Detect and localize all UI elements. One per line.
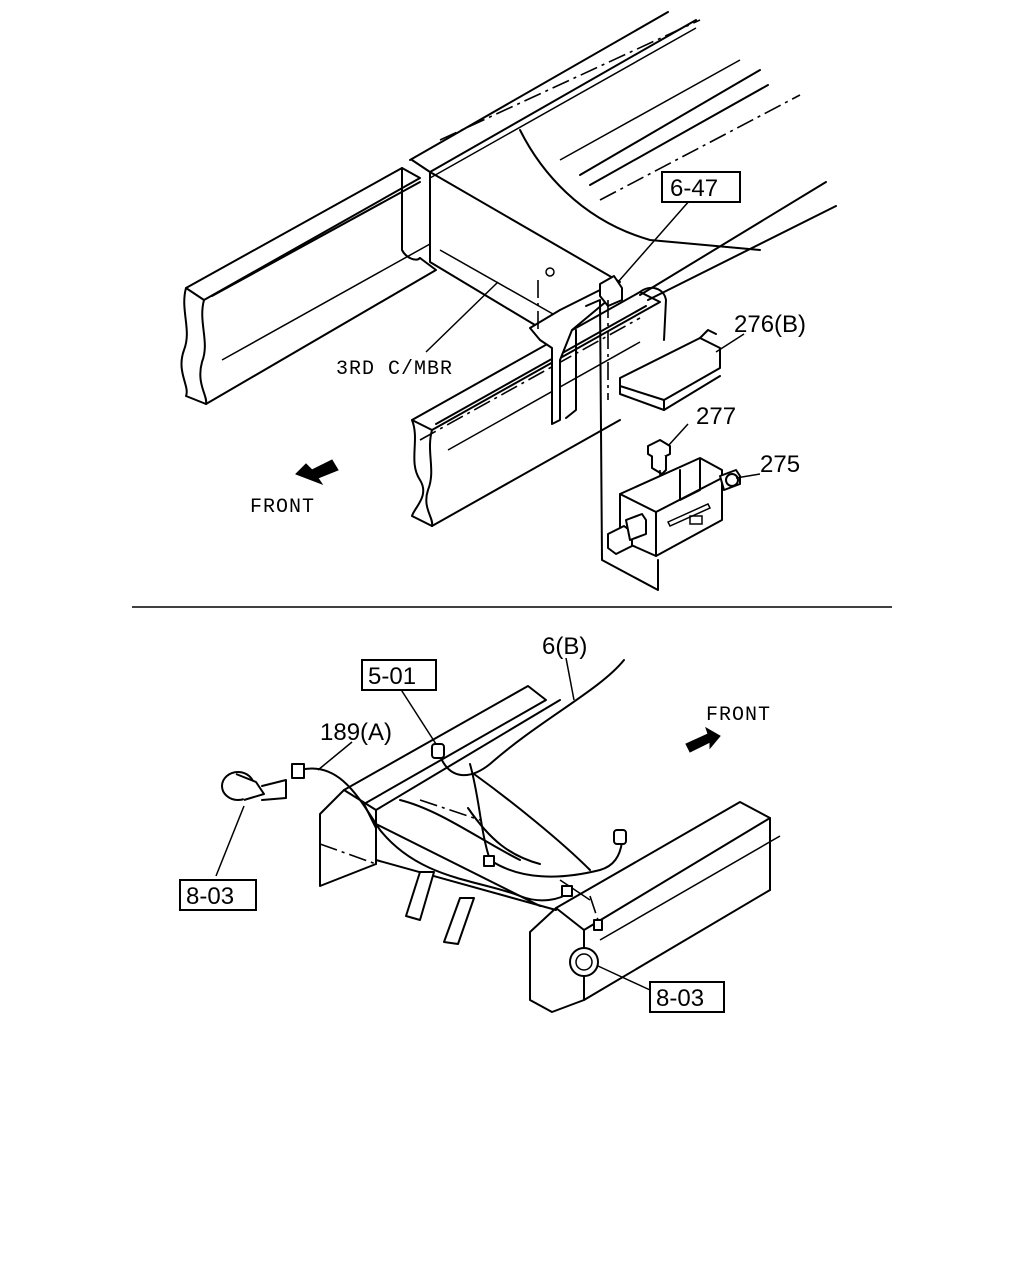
- part-275-label: 275: [760, 451, 800, 478]
- lower-leader-lines: [215, 657, 651, 991]
- ref-box-8-03-left: [179, 879, 257, 911]
- ref-box-6-47: [661, 171, 741, 203]
- mounting-plate: [585, 299, 659, 591]
- ref-5-01-label: 5-01: [368, 663, 416, 690]
- part-277-label: 277: [696, 403, 736, 430]
- lower-right-beam: [529, 801, 781, 1013]
- upper-view: 6-47 276(B) 277 275 3RD C/MBR FRONT: [180, 11, 837, 591]
- lower-view: 5-01 6(B) 189(A) FRONT 8-03 8-03: [179, 633, 781, 1013]
- part-276b-label: 276(B): [734, 311, 806, 338]
- solenoid-275: [607, 457, 741, 557]
- lamp-left: [221, 771, 287, 801]
- lamp-right: [569, 947, 599, 977]
- ref-box-5-01: [361, 659, 437, 691]
- ref-8-03-right-label: 8-03: [656, 985, 704, 1012]
- part-6b-label: 6(B): [542, 633, 587, 660]
- member-label: 3RD C/MBR: [336, 358, 453, 381]
- wire-harness: [291, 659, 627, 931]
- front-arrow-lower-icon: [685, 726, 721, 753]
- front-label-lower: FRONT: [706, 704, 771, 727]
- front-arrow-upper-icon: [295, 459, 339, 486]
- ref-6-47-label: 6-47: [670, 175, 718, 202]
- right-frame-rail: [411, 286, 667, 527]
- bracket: [529, 275, 623, 425]
- lower-cross-member: [375, 799, 557, 945]
- upper-frame-rails: [409, 11, 837, 301]
- left-frame-rail: [180, 167, 437, 405]
- third-cross-member: [429, 171, 621, 341]
- cover-276b: [619, 329, 721, 411]
- front-label-upper: FRONT: [250, 496, 315, 519]
- upper-leader-lines: [425, 199, 761, 479]
- ref-box-8-03-right: [649, 981, 725, 1013]
- part-189a-label: 189(A): [320, 719, 392, 746]
- ref-8-03-left-label: 8-03: [186, 883, 234, 910]
